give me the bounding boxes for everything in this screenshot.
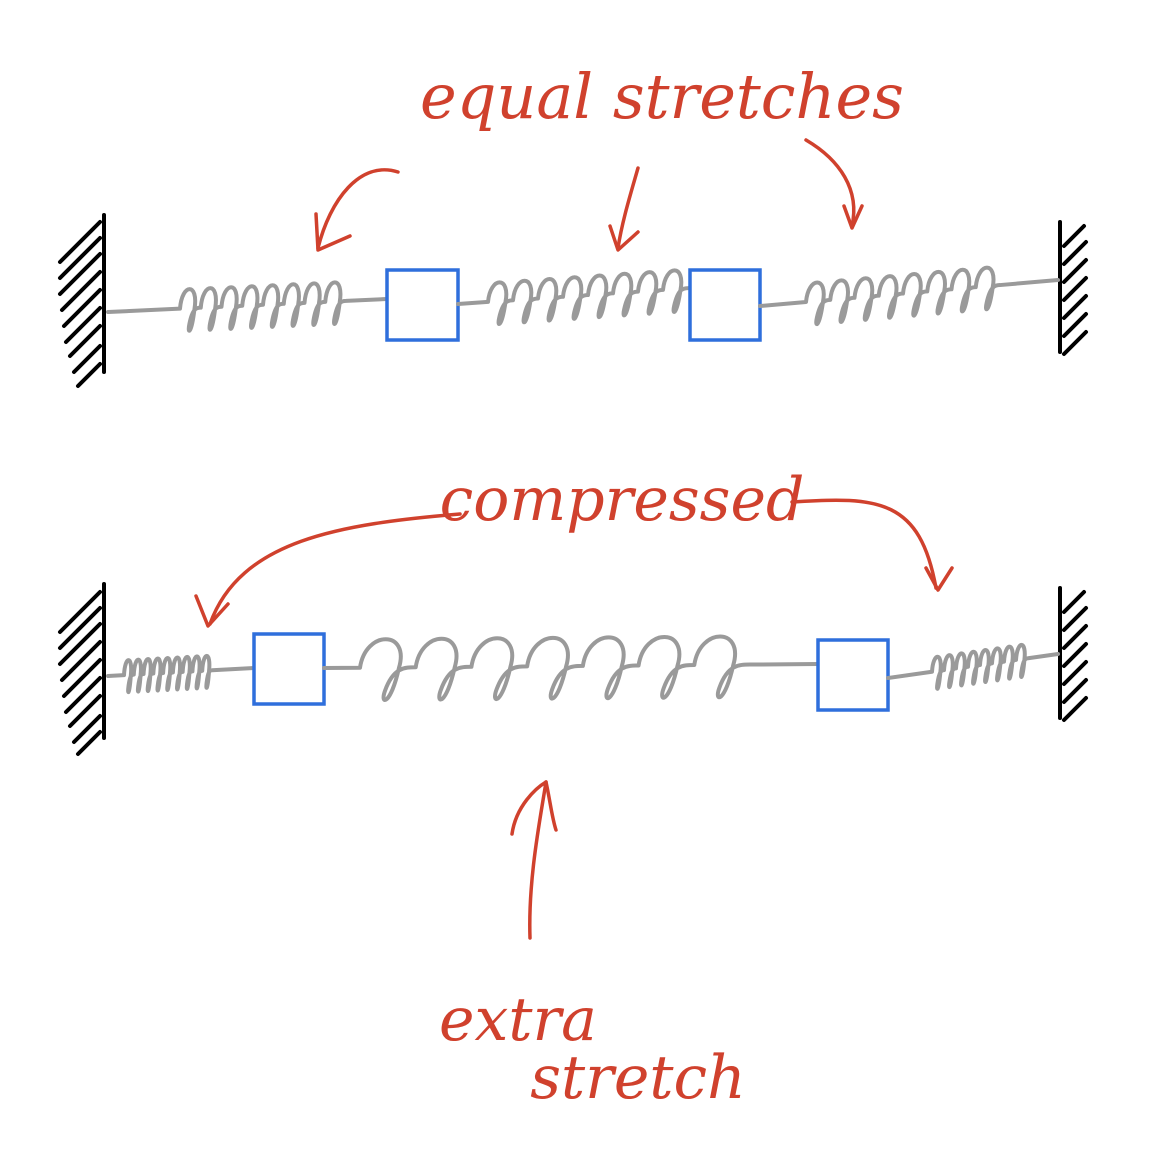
top-left-wall [58, 213, 106, 388]
top-system [58, 213, 1088, 388]
arrow-head-top-spring-3 [842, 204, 864, 230]
bottom-spring-1 [106, 653, 256, 695]
compressed-label: compressed [440, 465, 805, 535]
arrow-head-top-spring-1 [314, 212, 352, 252]
top-spring-2 [456, 268, 692, 327]
bottom-mass-2 [816, 638, 890, 712]
extra-label: extra [439, 985, 597, 1055]
arrow-to-top-spring-1 [316, 168, 400, 250]
equal-stretches-label: equal stretches [420, 60, 904, 133]
arrow-to-left-compressed [208, 512, 462, 626]
arrow-to-extra-stretch [528, 780, 548, 940]
arrow-to-top-spring-3 [804, 138, 856, 228]
bottom-spring-3 [886, 642, 1060, 691]
bottom-mass-1 [252, 632, 326, 706]
top-mass-2 [688, 268, 762, 342]
arrow-head-extra-stretch [510, 780, 558, 836]
top-right-wall [1058, 220, 1088, 356]
top-mass-1 [385, 268, 460, 342]
stretch-label: stretch [530, 1043, 745, 1113]
bottom-system [58, 582, 1088, 756]
bottom-spring-2 [322, 634, 820, 702]
arrow-to-top-spring-2 [616, 166, 640, 250]
top-spring-3 [758, 265, 1060, 327]
bottom-left-wall [58, 582, 106, 756]
bottom-right-wall [1058, 586, 1088, 722]
arrow-to-right-compressed [790, 498, 938, 590]
arrow-head-top-spring-2 [608, 224, 640, 252]
arrow-head-right-compressed [924, 566, 954, 592]
arrow-head-left-compressed [194, 594, 230, 628]
top-spring-1 [106, 280, 389, 333]
